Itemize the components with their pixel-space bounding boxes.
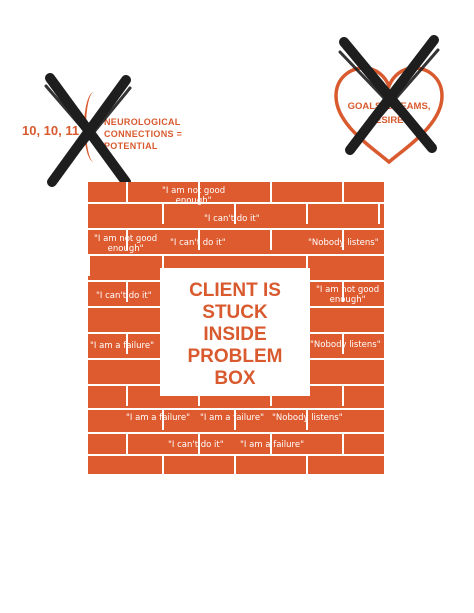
mortar-joint	[234, 410, 236, 430]
phrase-cant-do-it-4: "I can't do it"	[168, 440, 224, 450]
problem-box	[160, 268, 310, 396]
mortar-joint	[306, 256, 308, 276]
phrase-cant-do-it-3: "I can't do it"	[96, 291, 152, 301]
mortar-row	[88, 408, 384, 410]
goals-line-2: DESIRES	[368, 115, 410, 126]
phrase-line: "I am not good	[94, 234, 158, 244]
mortar-joint	[342, 434, 344, 454]
mortar-joint	[270, 182, 272, 202]
mortar-row	[88, 202, 384, 204]
mortar-joint	[162, 256, 164, 276]
center-line-3: INSIDE	[203, 324, 267, 345]
mortar-row	[88, 228, 384, 230]
phrase-line: enough"	[107, 244, 144, 254]
phrase-failure-1: "I am a failure"	[90, 341, 154, 351]
phrase-not-good-enough-3: "I am not good enough"	[316, 285, 379, 305]
mortar-joint	[126, 182, 128, 202]
mortar-joint	[234, 456, 236, 474]
neuro-line-2: CONNECTIONS =	[104, 129, 183, 139]
mortar-joint	[162, 410, 164, 430]
phrase-failure-3: "I am a failure"	[200, 413, 264, 423]
center-line-2: STUCK	[202, 302, 268, 323]
phrase-cant-do-it-2: "I can't do it"	[170, 238, 226, 248]
mortar-joint	[342, 282, 344, 302]
mortar-joint	[270, 230, 272, 250]
mortar-joint	[198, 386, 200, 406]
mortar-joint	[270, 386, 272, 406]
neuro-line-3: POTENTIAL	[104, 141, 158, 151]
mortar-joint	[306, 204, 308, 224]
mortar-row	[88, 432, 384, 434]
mortar-joint	[162, 456, 164, 474]
phrase-line: enough"	[329, 295, 366, 305]
mortar-joint	[198, 230, 200, 250]
heart-icon	[334, 66, 444, 165]
mortar-joint	[126, 282, 128, 302]
mortar-joint	[198, 182, 200, 202]
problem-box-title: CLIENT IS STUCK INSIDE PROBLEM BOX	[160, 280, 310, 390]
phrase-line: "I am not good	[316, 285, 380, 295]
mortar-joint	[234, 204, 236, 224]
mortar-joint	[126, 334, 128, 354]
mortar-joint	[88, 256, 90, 276]
mortar-joint	[342, 386, 344, 406]
mortar-joint	[342, 334, 344, 354]
neuro-line-1: NEUROLOGICAL	[104, 117, 181, 127]
phrase-nobody-listens-1: "Nobody listens"	[308, 238, 379, 248]
phrase-failure-2: "I am a failure"	[126, 413, 190, 423]
phrase-not-good-enough-2: "I am not good enough"	[94, 234, 157, 254]
mortar-joint	[162, 204, 164, 224]
center-line-5: BOX	[214, 368, 256, 389]
phrase-nobody-listens-3: "Nobody listens"	[272, 413, 343, 423]
mortar-joint	[342, 182, 344, 202]
mortar-row	[88, 454, 384, 456]
mortar-joint	[126, 230, 128, 250]
cross-out-right-icon	[338, 35, 440, 155]
mortar-joint	[378, 204, 380, 224]
phrase-failure-4: "I am a failure"	[240, 440, 304, 450]
center-line-4: PROBLEM	[187, 346, 283, 367]
phrase-not-good-enough-1: "I am not good enough"	[162, 186, 225, 206]
cross-out-left-icon	[44, 73, 132, 187]
mortar-joint	[306, 456, 308, 474]
mortar-row	[88, 254, 384, 256]
mortar-joint	[270, 434, 272, 454]
phrase-cant-do-it-1: "I can't do it"	[204, 214, 260, 224]
neuro-numbers: 10, 10, 11	[22, 123, 80, 138]
mortar-joint	[306, 410, 308, 430]
center-line-1: CLIENT IS	[189, 280, 281, 301]
phrase-line: enough"	[175, 196, 212, 206]
phrase-line: "I am not good	[162, 186, 226, 196]
mortar-joint	[126, 386, 128, 406]
mortar-joint	[126, 434, 128, 454]
phrase-nobody-listens-2: "Nobody listens"	[310, 340, 381, 350]
mortar-joint	[342, 230, 344, 250]
mortar-joint	[198, 434, 200, 454]
neuro-connections-text: NEUROLOGICAL CONNECTIONS = POTENTIAL	[104, 116, 204, 152]
